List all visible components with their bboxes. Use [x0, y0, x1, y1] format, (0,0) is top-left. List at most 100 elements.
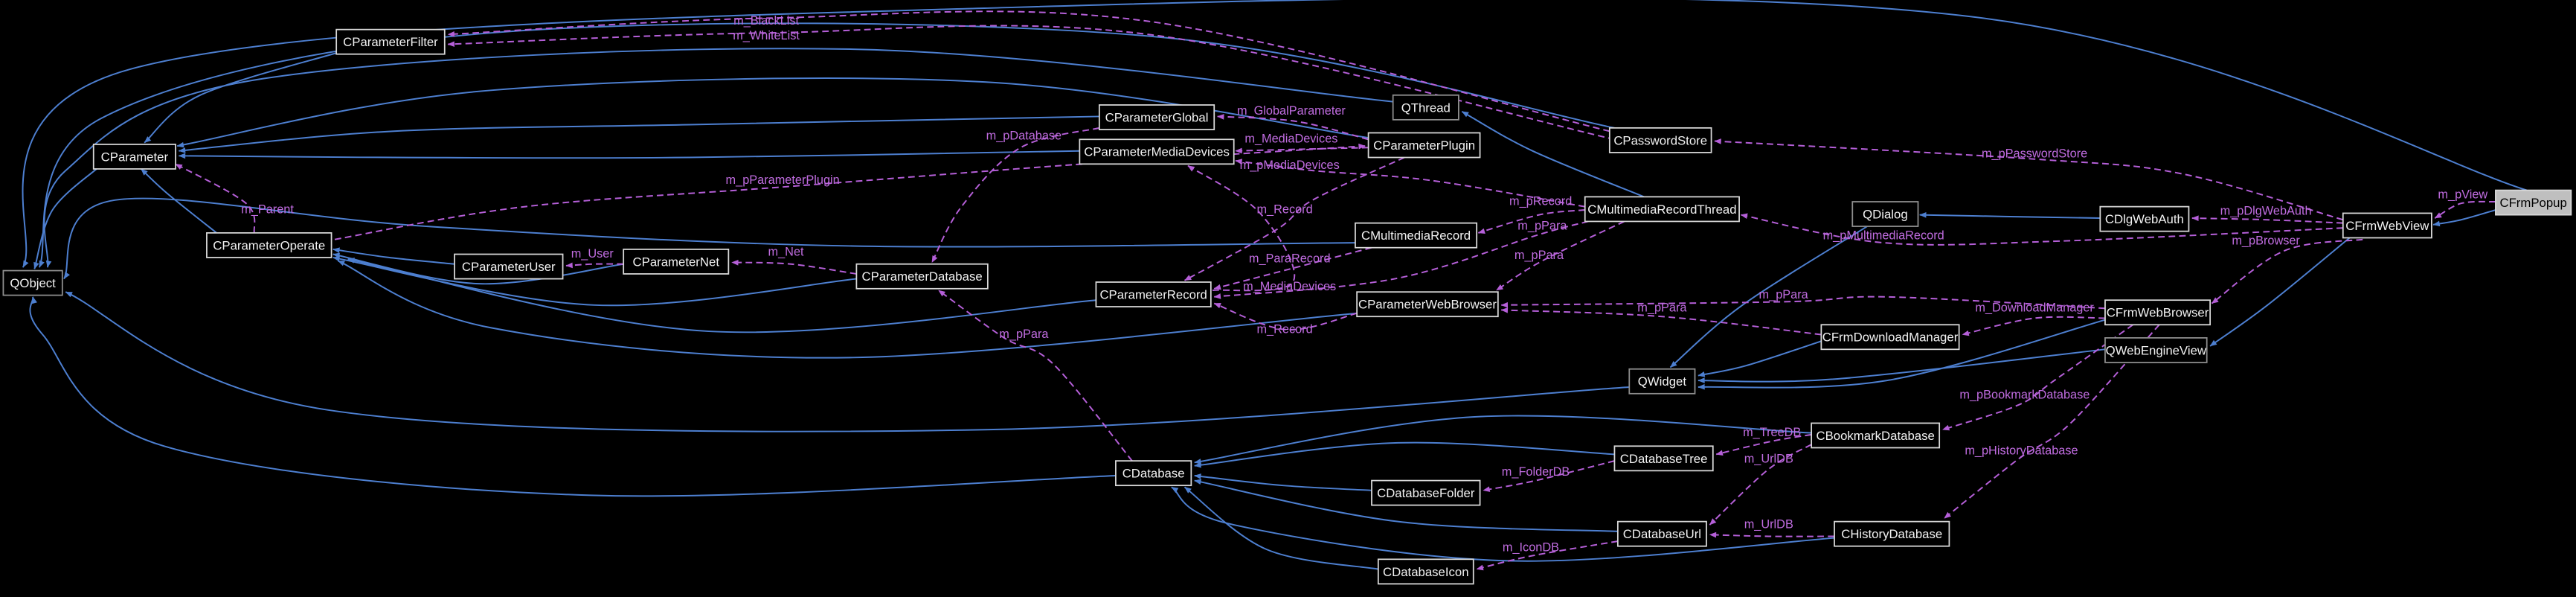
- node-QWidget[interactable]: QWidget: [1628, 368, 1696, 395]
- edge-label-m_Parent: m_Parent: [241, 202, 294, 216]
- node-QThread[interactable]: QThread: [1392, 94, 1459, 121]
- node-CDatabaseUrl[interactable]: CDatabaseUrl: [1616, 520, 1707, 547]
- node-label: CHistoryDatabase: [1841, 527, 1942, 541]
- edge-label-m_GlobalParameter: m_GlobalParameter: [1237, 104, 1346, 118]
- node-label: CMultimediaRecordThread: [1587, 202, 1736, 217]
- edge-label-m_TreeDB: m_TreeDB: [1743, 426, 1801, 439]
- node-label: CDlgWebAuth: [2105, 212, 2184, 226]
- edge-label-m_IconDB: m_IconDB: [1503, 540, 1559, 554]
- node-CParameterWebBrowser[interactable]: CParameterWebBrowser: [1356, 291, 1499, 318]
- node-CParameterOperate[interactable]: CParameterOperate: [206, 232, 333, 258]
- edge-CDatabaseTree-CDatabaseFolder: [1483, 460, 1615, 492]
- edge-CHistoryDatabase-CDatabaseUrl: [1709, 531, 1835, 538]
- edge-label-m_pPasswordStore: m_pPasswordStore: [1982, 147, 2087, 161]
- edge-CDatabaseUrl-CDatabaseIcon: [1476, 540, 1619, 571]
- node-label: CMultimediaRecord: [1361, 229, 1471, 243]
- edge-CMultimediaRecord-CParameterRecord: [1213, 246, 1372, 290]
- node-QObject[interactable]: QObject: [2, 269, 63, 296]
- node-CParameterPlugin[interactable]: CParameterPlugin: [1367, 132, 1481, 159]
- edge-CPasswordStore-CParameterFilter: [447, 25, 1615, 141]
- edge-CParameterOperate-CParameter: [141, 168, 217, 234]
- node-label: CParameterOperate: [213, 238, 325, 252]
- node-label: CDatabaseTree: [1620, 452, 1708, 466]
- node-CPasswordStore[interactable]: CPasswordStore: [1608, 127, 1712, 153]
- node-CParameterFilter[interactable]: CParameterFilter: [335, 28, 446, 55]
- edge-label-m_WhiteList: m_WhiteList: [733, 29, 800, 42]
- edge-CFrmWebBrowser-CParameterWebBrowser: [1500, 296, 2106, 310]
- node-CFrmPopup[interactable]: CFrmPopup: [2495, 189, 2572, 216]
- node-QWebEngineView[interactable]: QWebEngineView: [2104, 336, 2208, 363]
- node-label: QWebEngineView: [2106, 343, 2207, 357]
- node-label: CFrmPopup: [2499, 196, 2566, 210]
- node-CHistoryDatabase[interactable]: CHistoryDatabase: [1834, 520, 1950, 547]
- edge-label-m_User: m_User: [571, 247, 614, 261]
- edge-CMultimediaRecordThread-CParameterWebBrowser: [1496, 220, 1625, 291]
- edge-label-m_pBookmarkDatabase: m_pBookmarkDatabase: [1959, 388, 2090, 401]
- node-label: CParameterMediaDevices: [1084, 145, 1230, 159]
- edge-CFrmWebBrowser-CBookmarkDatabase: [1942, 324, 2134, 431]
- edge-CHistoryDatabase-CDatabase: [1171, 486, 1835, 562]
- edge-CFrmPopup-CFrmWebView: [2434, 200, 2496, 219]
- node-CParameterNet[interactable]: CParameterNet: [623, 249, 730, 275]
- node-label: CParameterWebBrowser: [1358, 298, 1497, 312]
- node-label: CDatabase: [1122, 467, 1185, 481]
- edge-label-m_UrlDB: m_UrlDB: [1744, 452, 1793, 465]
- edge-label-m_pMediaDevices: m_pMediaDevices: [1240, 159, 1340, 172]
- edge-CParameterDatabase-CParameterOperate: [333, 255, 857, 307]
- edge-label-m_FolderDB: m_FolderDB: [1502, 465, 1570, 479]
- node-label: CFrmWebView: [2345, 219, 2429, 233]
- node-label: CDatabaseFolder: [1377, 486, 1475, 500]
- edge-CMultimediaRecord-QObject: [63, 197, 1355, 280]
- node-CDatabaseTree[interactable]: CDatabaseTree: [1613, 445, 1714, 472]
- node-CDlgWebAuth[interactable]: CDlgWebAuth: [2099, 205, 2190, 232]
- edge-CParameterRecord-CParameterMediaDevices: [1187, 165, 1296, 292]
- edge-CParameterGlobal-CParameterDatabase: [931, 127, 1100, 264]
- edge-CParameterUser-CParameterOperate: [333, 247, 455, 265]
- edge-label-m_pDatabase: m_pDatabase: [986, 129, 1062, 142]
- node-CMultimediaRecord[interactable]: CMultimediaRecord: [1355, 222, 1478, 249]
- node-CParameterRecord[interactable]: CParameterRecord: [1095, 281, 1212, 307]
- edge-CMultimediaRecordThread-CParameterRecord: [1213, 220, 1589, 299]
- node-CDatabaseIcon[interactable]: CDatabaseIcon: [1377, 558, 1474, 585]
- node-CMultimediaRecordThread[interactable]: CMultimediaRecordThread: [1584, 196, 1740, 223]
- node-label: CParameterRecord: [1099, 287, 1207, 301]
- node-CDatabase[interactable]: CDatabase: [1115, 460, 1192, 487]
- edge-CDatabaseFolder-CDatabase: [1194, 473, 1372, 491]
- node-CParameterGlobal[interactable]: CParameterGlobal: [1098, 104, 1215, 130]
- edge-CMultimediaRecordThread-CParameterMediaDevices: [1235, 159, 1585, 208]
- edge-CPasswordStore-QObject: [39, 22, 1615, 268]
- edge-CDatabaseTree-CDatabase: [1194, 441, 1615, 468]
- edge-CParameterWebBrowser-CParameterOperate: [337, 260, 1358, 359]
- node-label: CFrmDownloadManager: [1822, 331, 1959, 345]
- edge-CMultimediaRecordThread-QThread: [1461, 110, 1645, 198]
- node-CFrmWebBrowser[interactable]: CFrmWebBrowser: [2104, 299, 2212, 326]
- edge-QThread-QObject: [43, 48, 1393, 268]
- edge-CFrmDownloadManager-CParameterWebBrowser: [1500, 307, 1822, 336]
- node-label: CDatabaseUrl: [1623, 527, 1701, 541]
- node-label: CParameterFilter: [343, 35, 438, 49]
- edge-label-m_pDlgWebAuth: m_pDlgWebAuth: [2220, 205, 2312, 218]
- node-CFrmDownloadManager[interactable]: CFrmDownloadManager: [1820, 324, 1960, 351]
- node-CBookmarkDatabase[interactable]: CBookmarkDatabase: [1811, 422, 1941, 449]
- node-CFrmWebView[interactable]: CFrmWebView: [2342, 212, 2432, 239]
- node-CParameterDatabase[interactable]: CParameterDatabase: [855, 263, 989, 290]
- node-CParameterUser[interactable]: CParameterUser: [454, 253, 564, 280]
- edge-label-m_pParameterPlugin: m_pParameterPlugin: [726, 173, 840, 187]
- node-label: CPasswordStore: [1613, 133, 1707, 147]
- edge-CDatabaseIcon-CDatabase: [1183, 486, 1378, 570]
- node-CDatabaseFolder[interactable]: CDatabaseFolder: [1371, 479, 1481, 506]
- edge-label-m_BlackList: m_BlackList: [733, 14, 799, 28]
- node-CParameter[interactable]: CParameter: [92, 144, 176, 170]
- edge-CFrmWebView-CFrmWebBrowser: [2211, 238, 2363, 304]
- edge-CParameterGlobal-CParameter: [178, 115, 1099, 153]
- node-CParameterMediaDevices[interactable]: CParameterMediaDevices: [1079, 138, 1235, 165]
- edge-label-m_MediaDevices: m_MediaDevices: [1243, 280, 1336, 293]
- edge-CFrmWebBrowser-CHistoryDatabase: [1944, 324, 2160, 520]
- node-label: QDialog: [1863, 207, 1908, 221]
- node-label: QObject: [10, 276, 56, 290]
- edge-label-m_Net: m_Net: [768, 246, 804, 259]
- edge-QWebEngineView-QWidget: [1697, 348, 2106, 383]
- edge-label-m_pPara: m_pPara: [1517, 219, 1567, 232]
- node-QDialog[interactable]: QDialog: [1851, 201, 1919, 227]
